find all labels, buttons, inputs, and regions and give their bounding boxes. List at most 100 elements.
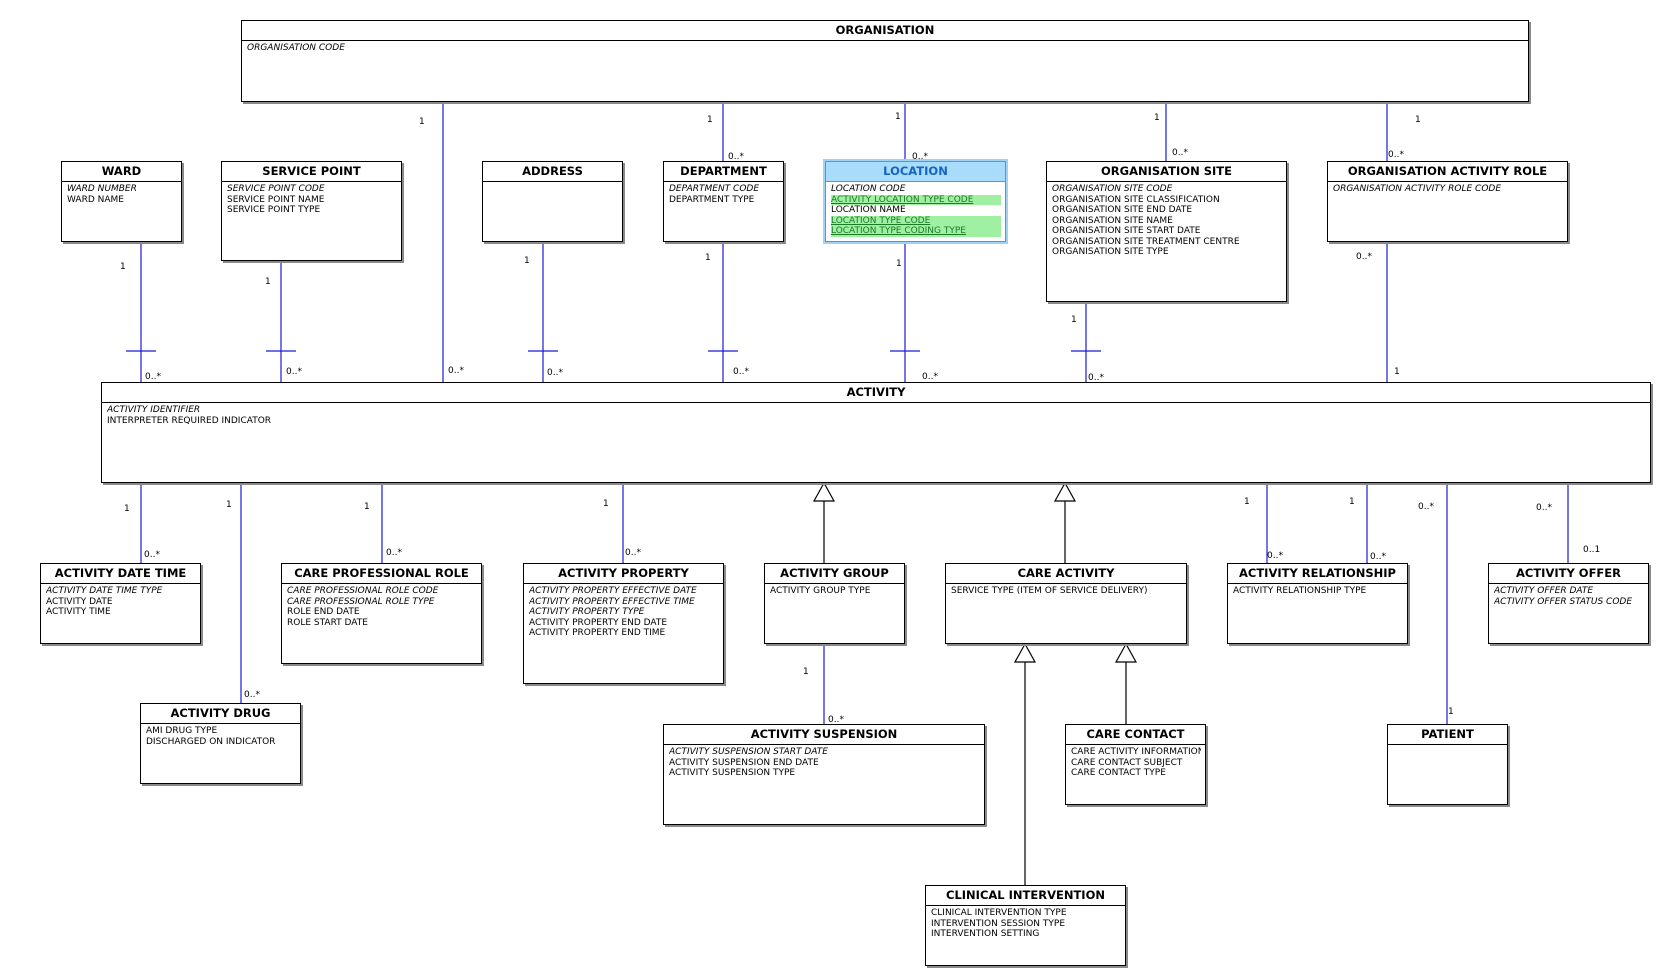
multiplicity-label: 1 <box>120 262 126 272</box>
entity-attribute[interactable]: CARE CONTACT TYPE <box>1071 768 1166 778</box>
entity-attribute[interactable]: ACTIVITY PROPERTY EFFECTIVE TIME <box>529 596 695 607</box>
multiplicity-label: 0..* <box>828 715 844 725</box>
entity-attribute[interactable]: ACTIVITY PROPERTY EFFECTIVE DATE <box>529 586 697 596</box>
entity-attribute[interactable]: ROLE END DATE <box>287 607 360 617</box>
entity-title: CARE CONTACT <box>1066 725 1205 745</box>
entity-attribute[interactable]: ACTIVITY LOCATION TYPE CODE <box>831 194 1001 205</box>
entity-attribute[interactable]: CARE PROFESSIONAL ROLE CODE <box>287 586 439 596</box>
entity-attribute[interactable]: CLINICAL INTERVENTION TYPE <box>931 908 1067 918</box>
entity-attribute[interactable]: ACTIVITY IDENTIFIER <box>107 405 201 415</box>
entity-attribute[interactable]: ORGANISATION SITE START DATE <box>1052 226 1201 236</box>
entity-attribute[interactable]: AMI DRUG TYPE <box>146 726 218 736</box>
multiplicity-label: 0..* <box>625 548 641 558</box>
entity-attribute[interactable]: CARE PROFESSIONAL ROLE TYPE <box>287 596 435 607</box>
entity-title: ADDRESS <box>483 162 622 182</box>
entity-title: ACTIVITY PROPERTY <box>524 564 723 584</box>
entity-attribute[interactable]: ORGANISATION SITE CLASSIFICATION <box>1052 194 1220 205</box>
multiplicity-label: 0..* <box>1388 150 1404 160</box>
multiplicity-label: 0..* <box>1088 373 1104 383</box>
entity-attribute[interactable]: ACTIVITY TIME <box>46 607 111 617</box>
multiplicity-label: 0..* <box>1356 252 1372 262</box>
entity-attribute[interactable]: WARD NUMBER <box>67 184 137 194</box>
entity-attribute[interactable]: SERVICE POINT CODE <box>227 184 325 194</box>
entity-patient[interactable]: PATIENT <box>1387 724 1508 805</box>
entity-attribute-list: ACTIVITY GROUP TYPE <box>765 584 904 597</box>
entity-attribute[interactable]: LOCATION NAME <box>831 205 906 215</box>
entity-attribute[interactable]: ACTIVITY PROPERTY END TIME <box>529 628 666 638</box>
entity-attribute[interactable]: ACTIVITY SUSPENSION TYPE <box>669 768 796 778</box>
multiplicity-label: 0..1 <box>1583 545 1601 555</box>
entity-attribute[interactable]: SERVICE POINT TYPE <box>227 205 321 215</box>
entity-attribute[interactable]: ACTIVITY SUSPENSION END DATE <box>669 757 819 768</box>
multiplicity-label: 1 <box>1415 115 1421 125</box>
entity-attribute[interactable]: DISCHARGED ON INDICATOR <box>146 736 276 747</box>
entity-attribute[interactable]: ACTIVITY OFFER DATE <box>1494 586 1594 596</box>
entity-attribute[interactable]: WARD NAME <box>67 194 124 205</box>
entity-attribute[interactable]: INTERVENTION SESSION TYPE <box>931 918 1066 929</box>
entity-attribute[interactable]: ACTIVITY DATE TIME TYPE <box>46 586 163 596</box>
entity-attribute[interactable]: ROLE START DATE <box>287 617 368 628</box>
entity-attribute[interactable]: ACTIVITY SUSPENSION START DATE <box>669 747 828 757</box>
multiplicity-label: 1 <box>705 253 711 263</box>
entity-attribute[interactable]: CARE ACTIVITY INFORMATION <box>1071 747 1201 757</box>
multiplicity-label: 1 <box>226 500 232 510</box>
entity-attribute[interactable]: ACTIVITY DATE <box>46 596 113 607</box>
entity-attribute[interactable]: DEPARTMENT CODE <box>669 184 760 194</box>
entity-attribute[interactable]: ACTIVITY PROPERTY TYPE <box>529 607 645 617</box>
entity-attribute[interactable]: DEPARTMENT TYPE <box>669 194 755 205</box>
entity-attribute[interactable]: ORGANISATION ACTIVITY ROLE CODE <box>1333 184 1502 194</box>
entity-title: ACTIVITY SUSPENSION <box>664 725 984 745</box>
entity-attribute[interactable]: INTERPRETER REQUIRED INDICATOR <box>107 415 272 426</box>
entity-attribute[interactable]: ORGANISATION SITE END DATE <box>1052 205 1193 215</box>
entity-attribute[interactable]: ORGANISATION SITE CODE <box>1052 184 1173 194</box>
entity-attribute[interactable]: ORGANISATION CODE <box>247 43 345 53</box>
entity-title: DEPARTMENT <box>664 162 783 182</box>
entity-attribute[interactable]: ACTIVITY OFFER STATUS CODE <box>1494 596 1633 607</box>
entity-attribute-list: ORGANISATION ACTIVITY ROLE CODE <box>1328 182 1567 195</box>
entity-attribute[interactable]: ORGANISATION SITE TYPE <box>1052 247 1169 257</box>
multiplicity-label: 1 <box>524 256 530 266</box>
entity-attribute[interactable]: SERVICE TYPE (ITEM OF SERVICE DELIVERY) <box>951 586 1148 596</box>
entity-title: SERVICE POINT <box>222 162 401 182</box>
entity-title: ACTIVITY RELATIONSHIP <box>1228 564 1407 584</box>
entity-attribute[interactable]: LOCATION CODE <box>831 184 906 194</box>
entity-attribute[interactable]: ORGANISATION SITE NAME <box>1052 215 1173 226</box>
entity-attribute[interactable]: INTERVENTION SETTING <box>931 929 1040 939</box>
entity-activity-relationship[interactable]: ACTIVITY RELATIONSHIP ACTIVITY RELATIONSH… <box>1227 563 1408 644</box>
entity-title: PATIENT <box>1388 725 1507 745</box>
entity-attribute[interactable]: LOCATION TYPE CODING TYPE <box>831 226 1001 237</box>
entity-attribute[interactable]: ACTIVITY PROPERTY END DATE <box>529 617 668 628</box>
multiplicity-label: 0..* <box>912 152 928 162</box>
entity-attribute[interactable]: SERVICE POINT NAME <box>227 194 325 205</box>
entity-attribute[interactable]: ACTIVITY RELATIONSHIP TYPE <box>1233 586 1367 596</box>
entity-attribute[interactable]: ORGANISATION SITE TREATMENT CENTRE <box>1052 236 1240 247</box>
entity-attribute[interactable]: CARE CONTACT SUBJECT <box>1071 757 1183 768</box>
entity-attribute[interactable]: ACTIVITY GROUP TYPE <box>770 586 871 596</box>
multiplicity-label: 1 <box>1244 497 1250 507</box>
multiplicity-label: 0..* <box>448 366 464 376</box>
entity-address[interactable]: ADDRESS <box>482 161 623 242</box>
entity-activity-property[interactable]: ACTIVITY PROPERTY ACTIVITY PROPERTY EFFEC… <box>523 563 724 684</box>
entity-attribute[interactable]: LOCATION TYPE CODE <box>831 215 1001 226</box>
